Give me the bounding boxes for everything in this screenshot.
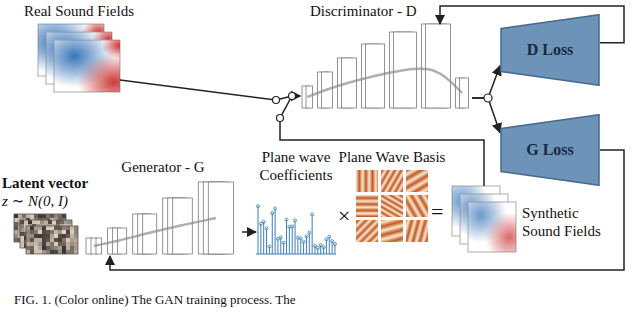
node-text: Discriminator - D [310,2,417,20]
operator-symbol: = [431,199,443,225]
node-text: Generator - G [121,158,204,176]
node-label: Discriminator - D [310,2,417,20]
node-label: Plane wave Coefficients [250,148,342,184]
plane-wave-tiles [356,170,428,242]
network-block: Discriminator - D [300,24,472,108]
network-block: Generator - G [84,180,242,256]
sound-field-stack: Synthetic Sound Fields [452,186,516,252]
operator-symbol: × [338,203,350,229]
node-text: z ∼ N(0, I) [2,192,88,210]
latent-input: Latent vectorz ∼ N(0, I) [14,214,78,254]
switch-contact [484,94,492,102]
node-text: D Loss [527,41,574,59]
node-label: Real Sound Fields [24,2,134,20]
stem-plot [256,205,336,254]
sound-field-image [454,188,533,263]
connector-arrow [472,98,500,133]
node-text: Latent vector [2,174,88,192]
noise-image [14,214,66,242]
node-label: D Loss [500,14,600,86]
coefficient-plot: Plane wave Coefficients [256,188,336,254]
node-label: Synthetic Sound Fields [522,204,614,240]
node-text: Plane wave Coefficients [250,148,342,184]
noise-image [26,226,78,254]
switch-contact [289,93,296,100]
loss-block: G Loss [500,114,600,186]
network-layers [302,24,469,108]
sound-field-stack: Real Sound Fields [38,24,120,92]
loss-block: D Loss [500,14,600,86]
node-label: Plane Wave Basis [339,148,446,166]
node-text: G Loss [526,141,574,159]
node-label: Generator - G [121,158,204,176]
sound-field-image [35,25,150,111]
connector-arrow [120,80,300,100]
node-text: Synthetic Sound Fields [522,204,614,240]
network-layers [86,182,234,254]
switch-contact [277,115,284,122]
noise-image [20,220,72,248]
connector-arrow [242,231,256,233]
connector-arrow [472,66,500,98]
node-label: Latent vectorz ∼ N(0, I) [2,174,88,210]
figure-caption: FIG. 1. (Color online) The GAN training … [14,292,296,308]
switch-contact [273,97,280,104]
node-label: G Loss [500,114,600,186]
basis-grid: Plane Wave Basis [356,170,428,242]
node-text: Real Sound Fields [24,2,134,20]
node-text: Plane Wave Basis [339,148,446,166]
